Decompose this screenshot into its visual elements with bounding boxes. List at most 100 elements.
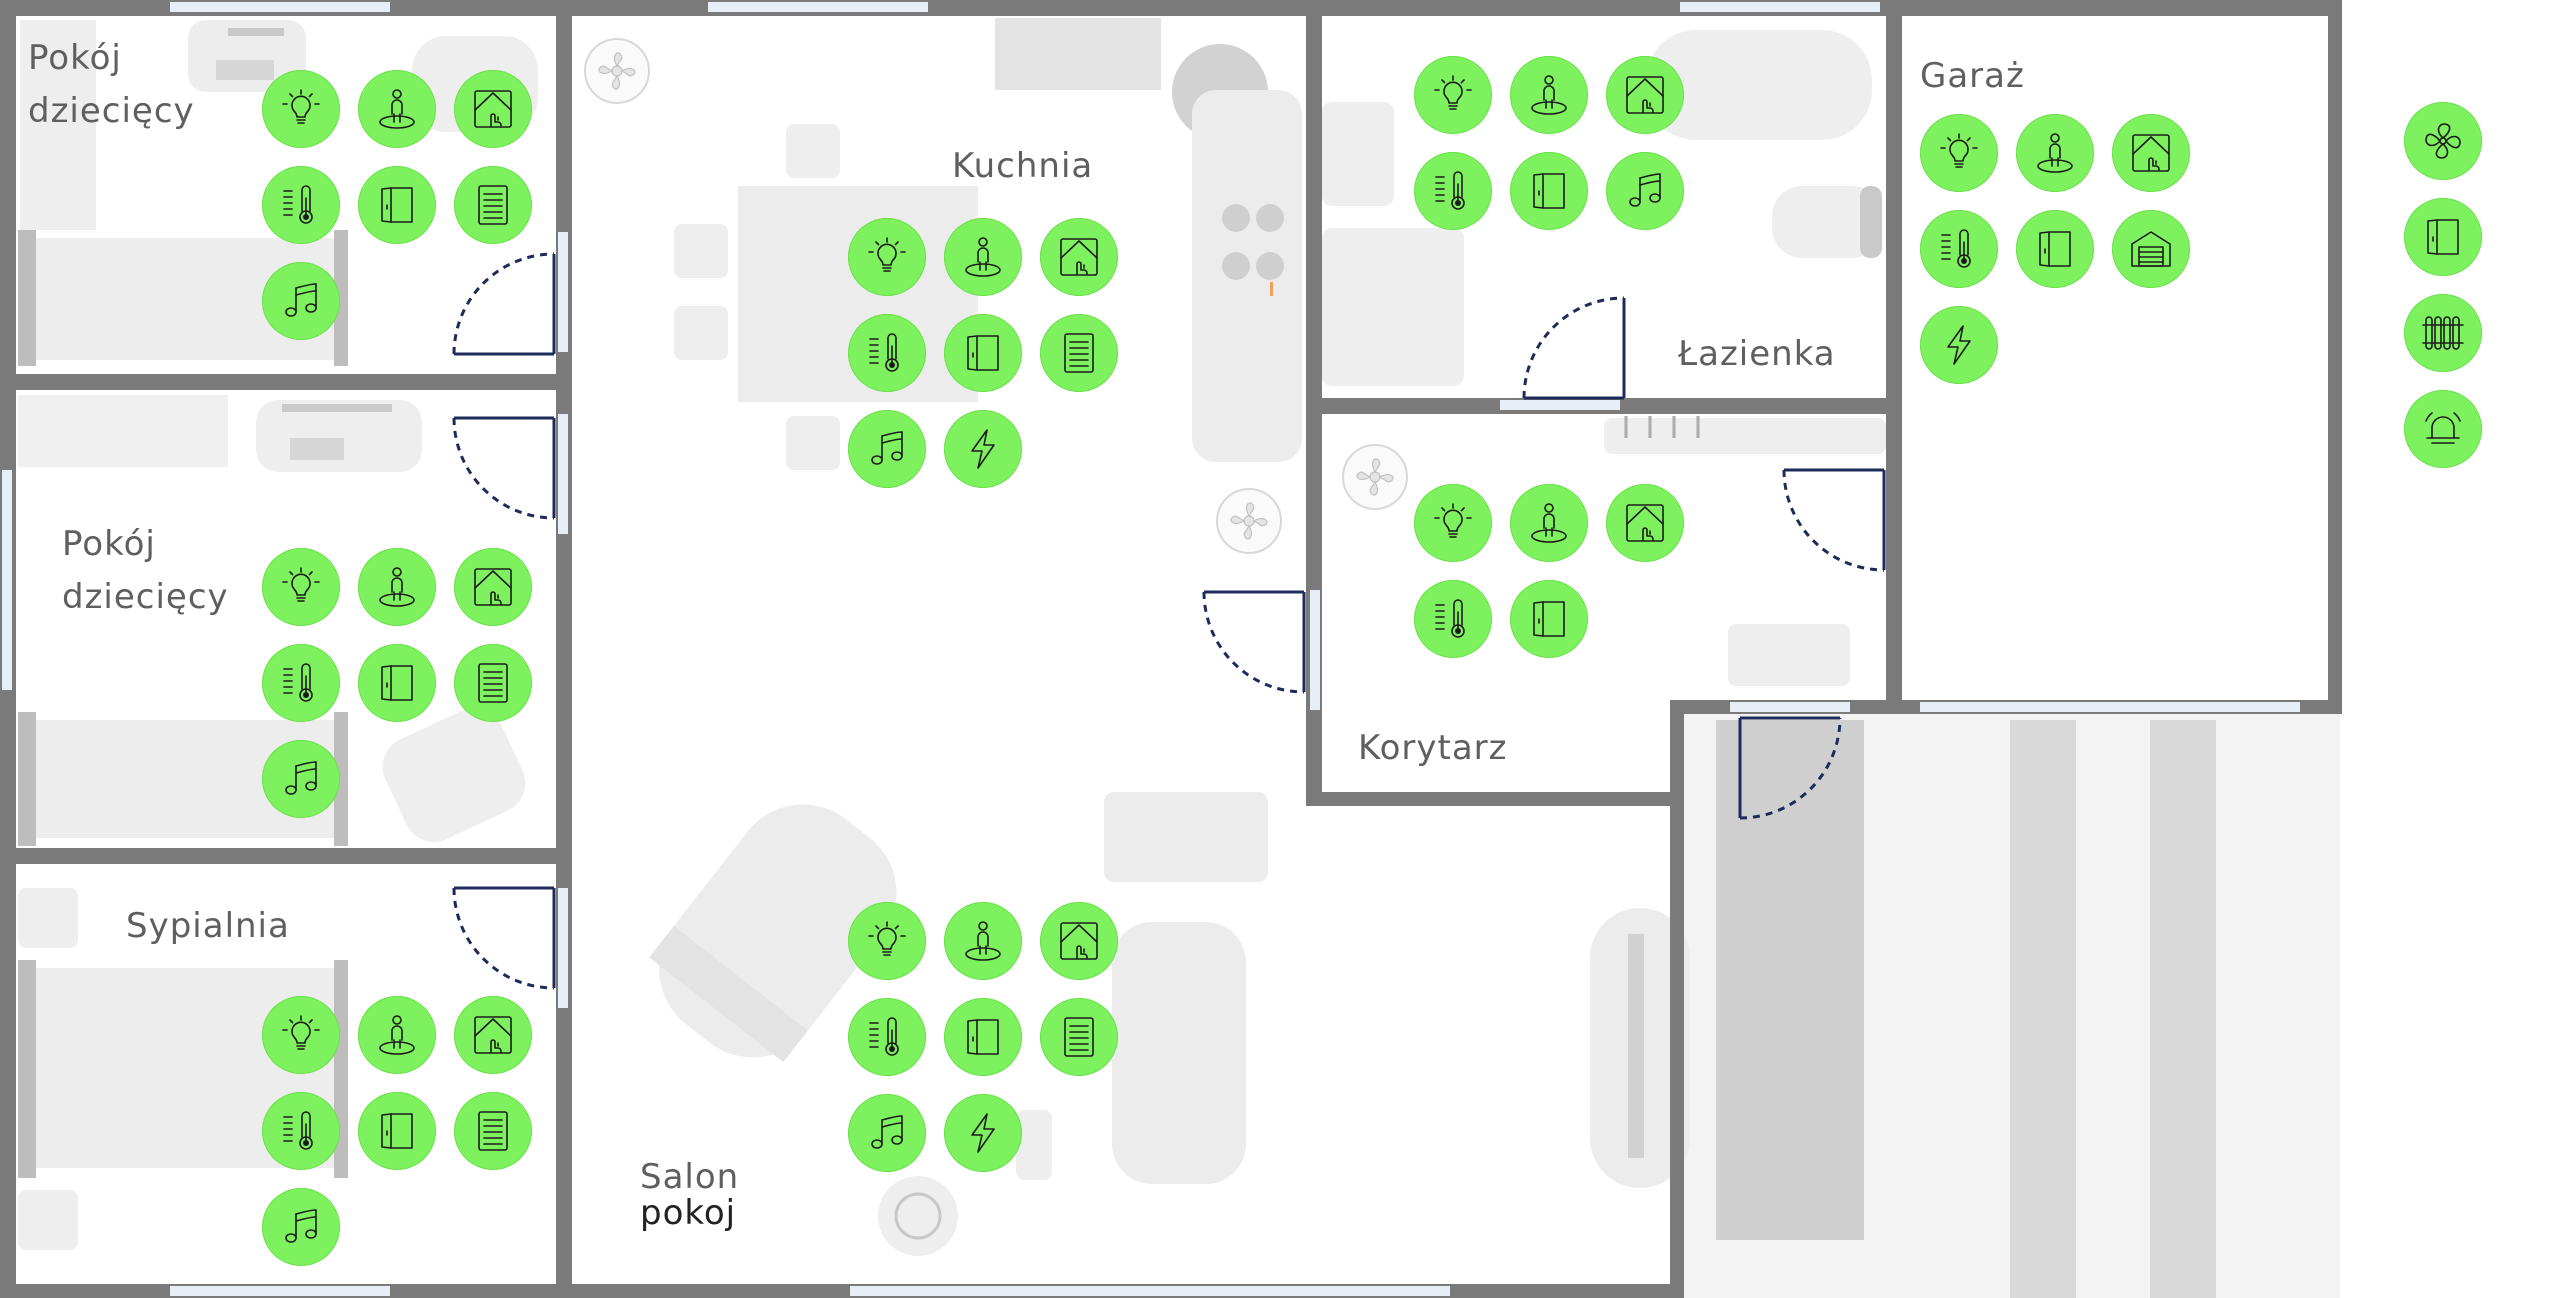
light-icon <box>1434 75 1472 110</box>
kitchen-thermostat-button[interactable] <box>848 314 926 392</box>
room-label-line: dziecięcy <box>62 576 229 617</box>
music-icon <box>871 1115 903 1149</box>
bedroom-music-button[interactable] <box>262 1188 340 1266</box>
global-door-button[interactable] <box>2404 198 2482 276</box>
bedroom-thermostat-button[interactable] <box>262 1092 340 1170</box>
kids-room-1-door-button[interactable] <box>358 166 436 244</box>
presence-icon <box>2037 133 2073 173</box>
kids-room-2-blinds-button[interactable] <box>454 548 532 626</box>
door-icon <box>2427 219 2459 255</box>
bathroom-blinds-button[interactable] <box>1606 56 1684 134</box>
kids-room-2-thermostat-button[interactable] <box>262 644 340 722</box>
light-icon <box>1434 503 1472 538</box>
blinds-icon <box>1626 504 1664 542</box>
kids-room-2-music-button[interactable] <box>262 740 340 818</box>
corridor-blinds-button[interactable] <box>1606 484 1684 562</box>
kitchen-light-button[interactable] <box>848 218 926 296</box>
blinds-icon <box>1626 76 1664 114</box>
bathroom-presence-button[interactable] <box>1510 56 1588 134</box>
living-room-blinds-button[interactable] <box>1040 902 1118 980</box>
music-icon <box>871 431 903 465</box>
thermostat-icon <box>283 1111 313 1150</box>
living-room-door-button[interactable] <box>944 998 1022 1076</box>
kids-room-1-presence-button[interactable] <box>358 70 436 148</box>
kids-room-1-light-button[interactable] <box>262 70 340 148</box>
thermostat-icon <box>1435 171 1465 210</box>
living-room-thermostat-button[interactable] <box>848 998 926 1076</box>
thermostat-icon <box>1941 229 1971 268</box>
global-radiator-button[interactable] <box>2404 294 2482 372</box>
ventilation-fan-corridor-icon <box>1342 444 1408 510</box>
bathroom-thermostat-button[interactable] <box>1414 152 1492 230</box>
blinds-icon <box>474 568 512 606</box>
presence-icon <box>965 921 1001 961</box>
kitchen-blinds-button[interactable] <box>1040 218 1118 296</box>
living-room-music-button[interactable] <box>848 1094 926 1172</box>
ventilation-fan-hall-icon <box>1216 488 1282 554</box>
bathroom-door-button[interactable] <box>1510 152 1588 230</box>
kids-room-2-door-button[interactable] <box>358 644 436 722</box>
corridor-presence-button[interactable] <box>1510 484 1588 562</box>
bedroom-document-button[interactable] <box>454 1092 532 1170</box>
living-room-presence-button[interactable] <box>944 902 1022 980</box>
garage-energy-button[interactable] <box>1920 306 1998 384</box>
door-icon <box>381 187 413 223</box>
living-room-energy-button[interactable] <box>944 1094 1022 1172</box>
presence-icon <box>965 237 1001 277</box>
kids-room-2-document-button[interactable] <box>454 644 532 722</box>
thermostat-icon <box>1435 599 1465 638</box>
garage-garage-door-button[interactable] <box>2112 210 2190 288</box>
garage-thermostat-button[interactable] <box>1920 210 1998 288</box>
kids-room-2-light-button[interactable] <box>262 548 340 626</box>
presence-icon <box>379 1015 415 1055</box>
light-icon <box>1940 133 1978 168</box>
music-icon <box>285 761 317 795</box>
bedroom-blinds-button[interactable] <box>454 996 532 1074</box>
door-icon <box>381 665 413 701</box>
presence-icon <box>379 89 415 129</box>
bathroom-music-button[interactable] <box>1606 152 1684 230</box>
alarm-bell-icon <box>2425 412 2461 444</box>
kids-room-1-music-button[interactable] <box>262 262 340 340</box>
kitchen-music-button[interactable] <box>848 410 926 488</box>
bedroom-light-button[interactable] <box>262 996 340 1074</box>
room-label-line: pokoj <box>640 1192 737 1233</box>
garage-door-button[interactable] <box>2016 210 2094 288</box>
garage-presence-button[interactable] <box>2016 114 2094 192</box>
living-room-document-button[interactable] <box>1040 998 1118 1076</box>
door-icon <box>1533 601 1565 637</box>
light-icon <box>868 237 906 272</box>
energy-icon <box>971 1113 995 1153</box>
garage-blinds-button[interactable] <box>2112 114 2190 192</box>
document-icon <box>478 663 508 703</box>
kids-room-2-presence-button[interactable] <box>358 548 436 626</box>
kids-room-1-document-button[interactable] <box>454 166 532 244</box>
energy-icon <box>1947 325 1971 365</box>
global-fan-button[interactable] <box>2404 102 2482 180</box>
blinds-icon <box>1060 922 1098 960</box>
bathroom-light-button[interactable] <box>1414 56 1492 134</box>
light-icon <box>282 1015 320 1050</box>
kitchen-document-button[interactable] <box>1040 314 1118 392</box>
room-label-line: Pokój <box>62 524 156 564</box>
global-alarm-bell-button[interactable] <box>2404 390 2482 468</box>
corridor-thermostat-button[interactable] <box>1414 580 1492 658</box>
document-icon <box>478 1111 508 1151</box>
corridor-light-button[interactable] <box>1414 484 1492 562</box>
garage-light-button[interactable] <box>1920 114 1998 192</box>
corridor-door-button[interactable] <box>1510 580 1588 658</box>
bedroom-presence-button[interactable] <box>358 996 436 1074</box>
fan-icon <box>2425 123 2461 159</box>
thermostat-icon <box>283 185 313 224</box>
kitchen-presence-button[interactable] <box>944 218 1022 296</box>
bedroom-door-button[interactable] <box>358 1092 436 1170</box>
kitchen-door-button[interactable] <box>944 314 1022 392</box>
kitchen-energy-button[interactable] <box>944 410 1022 488</box>
light-icon <box>282 89 320 124</box>
door-icon <box>381 1113 413 1149</box>
kids-room-1-blinds-button[interactable] <box>454 70 532 148</box>
living-room-light-button[interactable] <box>848 902 926 980</box>
kids-room-1-thermostat-button[interactable] <box>262 166 340 244</box>
document-icon <box>1064 333 1094 373</box>
ventilation-fan-kitchen-icon <box>584 38 650 104</box>
